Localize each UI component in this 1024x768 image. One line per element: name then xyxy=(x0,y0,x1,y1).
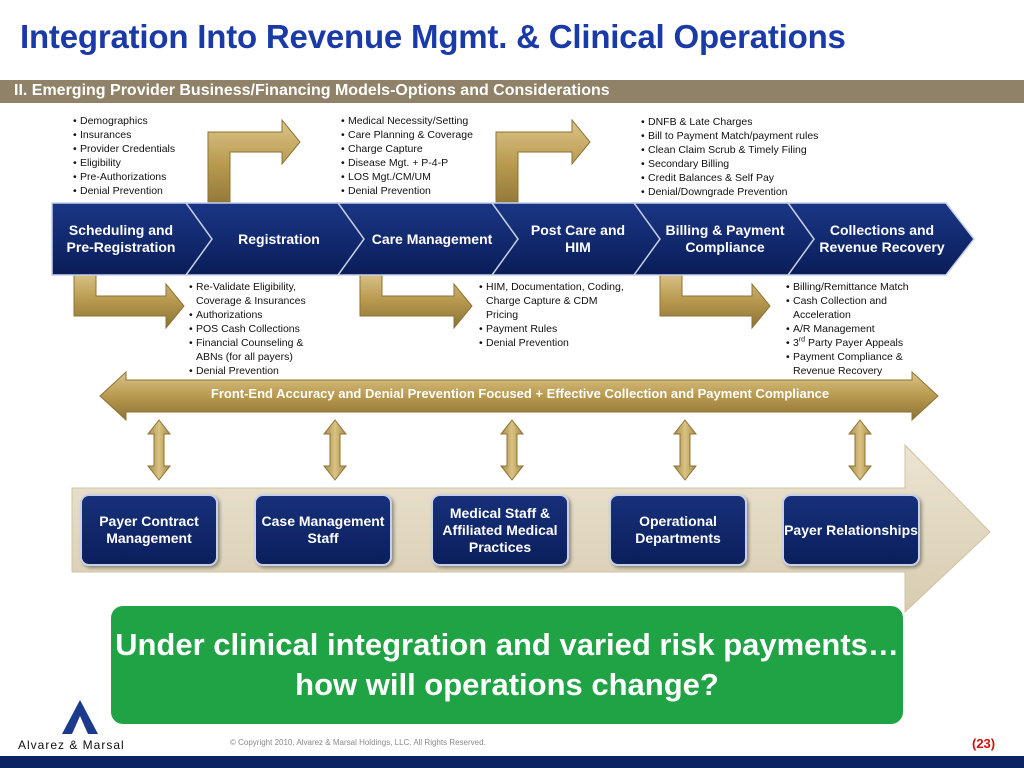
list-item: HIM, Documentation, Coding, Charge Captu… xyxy=(476,280,626,322)
stage-label-registration: Registration xyxy=(238,230,320,247)
dept-payer-relationships: Payer Relationships xyxy=(782,494,920,566)
list-item: A/R Management xyxy=(783,322,933,336)
connector-arrow-2 xyxy=(495,118,591,211)
list-item: DNFB & Late Charges xyxy=(638,115,838,129)
list-item-text: Party Payer Appeals xyxy=(808,337,904,349)
list-item: Denial Prevention xyxy=(70,184,210,198)
bullet-list-scheduling: Demographics Insurances Provider Credent… xyxy=(70,114,210,198)
connector-arrow-1 xyxy=(207,118,301,211)
list-item: Financial Counseling & ABNs (for all pay… xyxy=(186,336,326,364)
list-item: Denial/Downgrade Prevention xyxy=(638,185,838,199)
company-logo-text: Alvarez & Marsal xyxy=(18,738,125,752)
list-item: Medical Necessity/Setting xyxy=(338,114,498,128)
footer-bar xyxy=(0,756,1024,768)
dept-case-management-staff: Case Management Staff xyxy=(254,494,392,566)
page-title: Integration Into Revenue Mgmt. & Clinica… xyxy=(20,18,846,55)
list-item: Re-Validate Eligibility, Coverage & Insu… xyxy=(186,280,326,308)
stage-label-post-care: Post Care and HIM xyxy=(530,222,626,255)
bullet-list-post-care: HIM, Documentation, Coding, Charge Captu… xyxy=(476,280,626,350)
list-item: Denial Prevention xyxy=(186,364,326,378)
connector-arrow-3 xyxy=(73,271,185,330)
process-chevrons xyxy=(51,202,975,276)
list-item: Care Planning & Coverage xyxy=(338,128,498,142)
list-item: Demographics xyxy=(70,114,210,128)
banner-label: Front-End Accuracy and Denial Prevention… xyxy=(210,386,830,401)
stage-label-scheduling: Scheduling and Pre-Registration xyxy=(66,222,176,255)
list-item: Credit Balances & Self Pay xyxy=(638,171,838,185)
list-item: Payment Rules xyxy=(476,322,626,336)
list-item: Denial Prevention xyxy=(338,184,498,198)
list-item: Disease Mgt. + P-4-P xyxy=(338,156,498,170)
list-item: POS Cash Collections xyxy=(186,322,326,336)
list-item: Charge Capture xyxy=(338,142,498,156)
connector-arrow-4 xyxy=(359,271,473,330)
list-item: Authorizations xyxy=(186,308,326,322)
list-item: Payment Compliance & Revenue Recovery xyxy=(783,350,933,378)
dept-operational-departments: Operational Departments xyxy=(609,494,747,566)
list-item: Bill to Payment Match/payment rules xyxy=(638,129,838,143)
ordinal-number: 3 xyxy=(793,337,799,349)
callout-question: Under clinical integration and varied ri… xyxy=(111,606,903,724)
stage-label-billing: Billing & Payment Compliance xyxy=(665,222,785,255)
double-arrow-1 xyxy=(146,419,172,481)
connector-arrow-5 xyxy=(659,271,771,330)
copyright-notice: © Copyright 2010. Alvarez & Marsal Holdi… xyxy=(230,738,486,747)
stage-chevron-6 xyxy=(786,202,975,276)
bullet-list-care-management: Medical Necessity/Setting Care Planning … xyxy=(338,114,498,198)
list-item: Provider Credentials xyxy=(70,142,210,156)
list-item: Clean Claim Scrub & Timely Filing xyxy=(638,143,838,157)
vertical-double-arrows xyxy=(146,419,873,481)
double-arrow-3 xyxy=(499,419,525,481)
ordinal-suffix: rd xyxy=(798,336,806,344)
section-subtitle-bar: II. Emerging Provider Business/Financing… xyxy=(0,80,1024,103)
list-item: LOS Mgt./CM/UM xyxy=(338,170,498,184)
list-item: 3rd Party Payer Appeals xyxy=(783,336,933,350)
list-item: Denial Prevention xyxy=(476,336,626,350)
dept-medical-staff: Medical Staff & Affiliated Medical Pract… xyxy=(431,494,569,566)
bullet-list-registration: Re-Validate Eligibility, Coverage & Insu… xyxy=(186,280,326,378)
double-arrow-5 xyxy=(847,419,873,481)
double-arrow-4 xyxy=(672,419,698,481)
list-item: Pre-Authorizations xyxy=(70,170,210,184)
stage-label-collections: Collections and Revenue Recovery xyxy=(819,222,945,255)
list-item: Billing/Remittance Match xyxy=(783,280,933,294)
bullet-list-collections: Billing/Remittance Match Cash Collection… xyxy=(783,280,933,378)
bullet-list-billing: DNFB & Late Charges Bill to Payment Matc… xyxy=(638,115,838,199)
list-item: Insurances xyxy=(70,128,210,142)
list-item: Eligibility xyxy=(70,156,210,170)
dept-payer-contract-management: Payer Contract Management xyxy=(80,494,218,566)
page-number: (23) xyxy=(972,736,996,751)
section-subtitle: II. Emerging Provider Business/Financing… xyxy=(14,82,610,99)
double-arrow-2 xyxy=(322,419,348,481)
stage-label-care-management: Care Management xyxy=(371,230,493,247)
banner-arrow xyxy=(99,370,939,422)
list-item: Secondary Billing xyxy=(638,157,838,171)
list-item: Cash Collection and Acceleration xyxy=(783,294,933,322)
